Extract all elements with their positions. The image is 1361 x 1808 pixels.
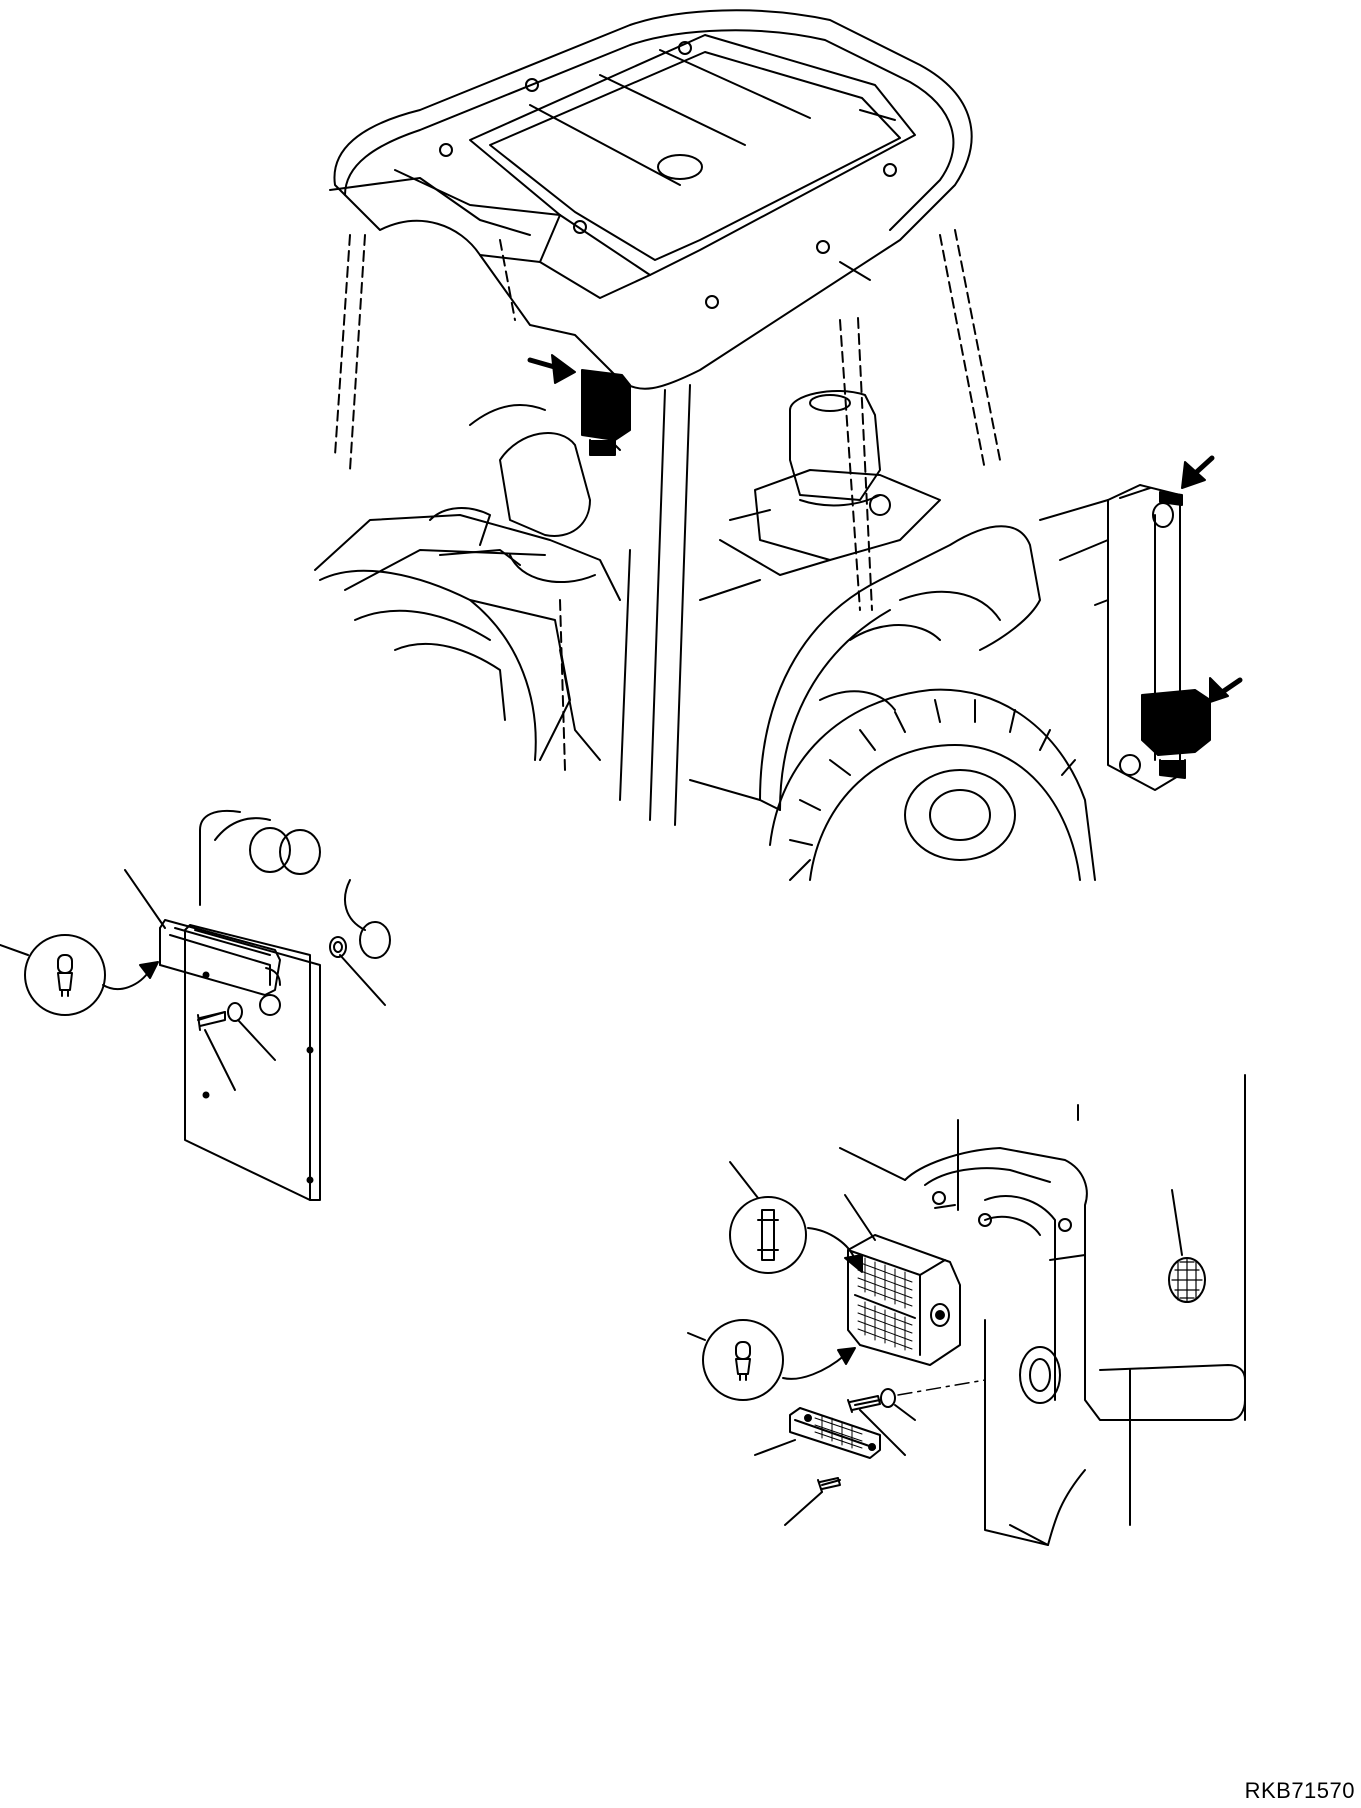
leader-reflector-screw xyxy=(785,1492,822,1525)
bulb-callout xyxy=(25,935,158,1015)
operator-controls xyxy=(315,405,620,760)
leader-bulb-upper xyxy=(730,1162,758,1198)
operator-seat xyxy=(720,391,940,575)
screw xyxy=(198,1012,225,1030)
leader-plate-lamp xyxy=(125,870,165,928)
rear-lamp-location-arrow-upper xyxy=(1182,458,1212,488)
lamp-detail-left xyxy=(0,811,390,1200)
machine-overview xyxy=(315,10,1240,880)
combination-lamp xyxy=(848,1235,960,1365)
mounting-plate xyxy=(185,925,320,1200)
reflector-screw xyxy=(818,1478,840,1492)
leader-lamp xyxy=(845,1195,875,1240)
round-reflector xyxy=(1169,1258,1205,1302)
reflector xyxy=(790,1408,880,1458)
leader-nut xyxy=(340,955,385,1005)
leader-bulb-lower xyxy=(688,1333,705,1340)
front-lamp-location xyxy=(582,370,630,455)
leader-screw xyxy=(860,1410,905,1455)
leader-screw xyxy=(205,1030,235,1090)
front-lamp-location-arrow xyxy=(530,355,575,383)
cab-pillars xyxy=(335,230,1000,825)
rear-tire xyxy=(770,690,1095,880)
plate-lamp xyxy=(160,920,280,995)
leader-washer xyxy=(238,1020,275,1060)
washer xyxy=(228,1003,242,1021)
lamp-detail-right xyxy=(688,1075,1245,1545)
bulb-callout-lower xyxy=(703,1320,855,1400)
drawing-reference-code: RKB71570 xyxy=(1244,1778,1355,1803)
frame-post xyxy=(840,1075,1245,1545)
rear-fender xyxy=(690,526,1040,810)
bulb-callout-upper xyxy=(730,1197,862,1273)
screw xyxy=(848,1396,880,1412)
leader-reflector xyxy=(755,1440,795,1455)
nut xyxy=(330,937,346,957)
lamp-cap xyxy=(260,995,280,1015)
leader-washer xyxy=(895,1405,915,1420)
leader-bulb xyxy=(0,945,28,955)
cab-roof xyxy=(330,10,972,388)
lens-grid xyxy=(858,1258,912,1350)
washer xyxy=(881,1389,895,1407)
mounting-centerline xyxy=(898,1380,985,1395)
rear-frame-post xyxy=(1040,485,1210,790)
rear-lamp-location-arrow-lower xyxy=(1210,678,1240,702)
leader-round-reflector xyxy=(1172,1190,1182,1255)
